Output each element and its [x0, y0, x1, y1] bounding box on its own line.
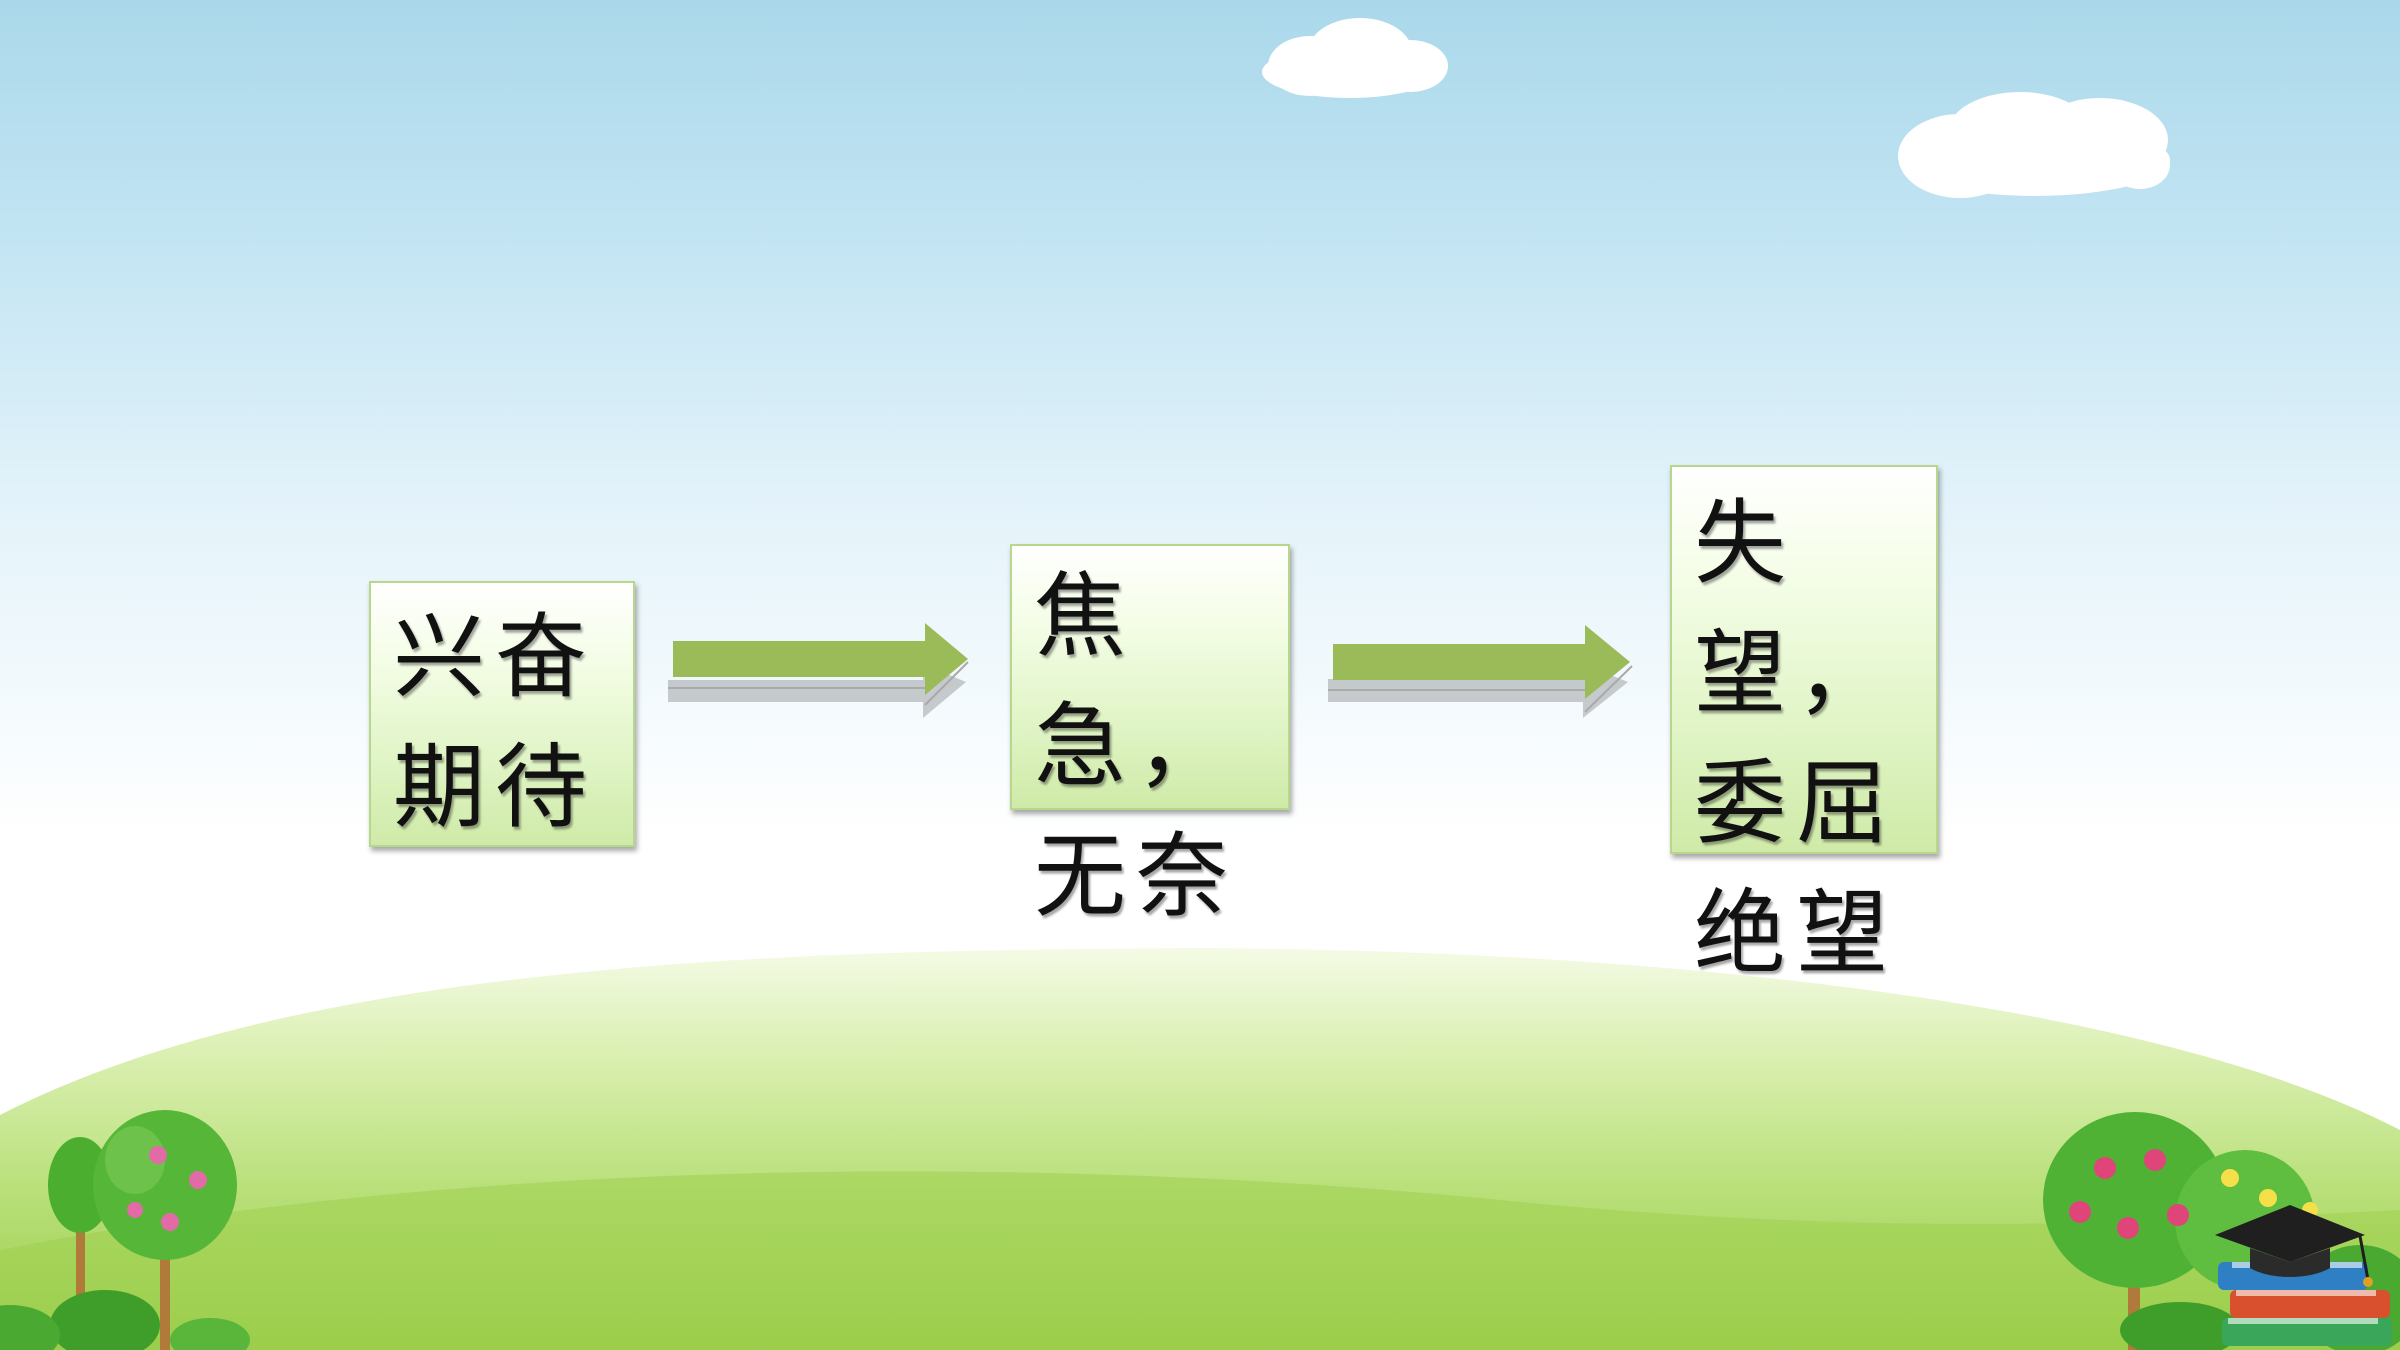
stage-label: 兴奋期待 [393, 604, 598, 841]
stage-label: 焦急，无奈 [1034, 563, 1239, 930]
stage-box-disappointed: 失望，委屈绝望 [1670, 465, 1938, 987]
cloud-icon [1262, 18, 1448, 98]
graduation-cap-icon [2215, 1205, 2373, 1287]
cloud-icon [1898, 92, 2170, 198]
stage-box-excited: 兴奋期待 [369, 581, 635, 847]
tree-icon [0, 1110, 250, 1350]
stage-box-anxious: 焦急，无奈 [1010, 544, 1290, 930]
stage-label: 失望，委屈绝望 [1694, 490, 1899, 987]
arrow-1 [668, 623, 969, 718]
arrow-2 [1328, 625, 1633, 718]
